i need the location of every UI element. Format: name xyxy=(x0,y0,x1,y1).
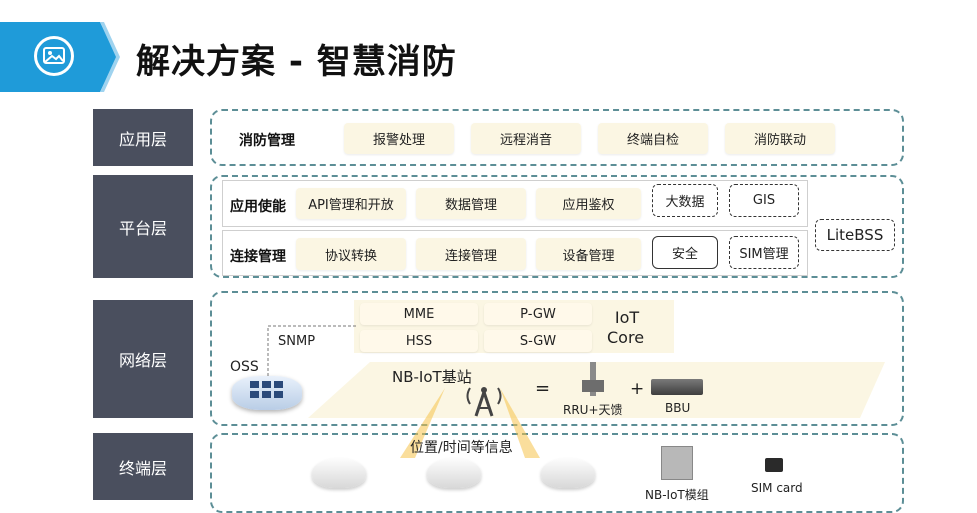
app-item-selfcheck: 终端自检 xyxy=(598,123,708,154)
position-info-label: 位置/时间等信息 xyxy=(410,440,513,456)
enable-row xyxy=(222,180,808,227)
iot-core-label-line2: Core xyxy=(607,328,645,347)
core-item-pgw: P-GW xyxy=(484,303,592,325)
app-item-linkage: 消防联动 xyxy=(725,123,835,154)
bbu-label: BBU xyxy=(665,401,691,415)
enable-label: 应用使能 xyxy=(230,199,286,215)
enable-extra-gis: GIS xyxy=(729,184,799,217)
nb-module-chip-icon xyxy=(661,446,693,480)
rru-label: RRU+天馈 xyxy=(563,403,623,417)
enable-item-api: API管理和开放 xyxy=(296,188,406,219)
network-layer-container xyxy=(210,291,904,426)
image-icon xyxy=(34,36,74,76)
connect-item-connection: 连接管理 xyxy=(416,238,526,270)
app-item-alarm: 报警处理 xyxy=(344,123,454,154)
rru-antenna-icon xyxy=(582,362,604,396)
app-item-silence: 远程消音 xyxy=(471,123,581,154)
core-item-hss: HSS xyxy=(360,330,478,352)
core-item-mme: MME xyxy=(360,303,478,325)
sim-card-icon xyxy=(765,458,783,472)
connect-label: 连接管理 xyxy=(230,249,286,265)
enable-extra-bigdata: 大数据 xyxy=(652,184,718,217)
smoke-detector-icon xyxy=(312,458,366,488)
antenna-tower-icon xyxy=(466,387,502,417)
layer-platform-label: 平台层 xyxy=(93,175,193,278)
connect-row xyxy=(222,230,808,276)
nb-station-label: NB-IoT基站 xyxy=(392,368,472,386)
layer-terminal-label: 终端层 xyxy=(93,433,193,500)
platform-layer-container xyxy=(210,175,904,278)
layer-network-label: 网络层 xyxy=(93,300,193,418)
iot-core-label-line1: IoT xyxy=(614,308,640,327)
signal-beams xyxy=(400,388,540,458)
bbu-device-icon xyxy=(651,379,703,395)
connect-item-protocol: 协议转换 xyxy=(296,238,406,270)
smoke-detector-icon xyxy=(427,458,481,488)
nb-module-label: NB-IoT模组 xyxy=(645,488,709,502)
equals-sign: = xyxy=(535,378,551,399)
sim-card-label: SIM card xyxy=(751,481,803,495)
plus-sign: + xyxy=(630,379,645,399)
connect-extra-sim: SIM管理 xyxy=(729,236,799,269)
enable-item-data: 数据管理 xyxy=(416,188,526,219)
litebss-box: LiteBSS xyxy=(815,219,895,251)
snmp-label: SNMP xyxy=(278,334,316,349)
oss-label: OSS xyxy=(230,359,259,375)
connect-extra-security: 安全 xyxy=(652,236,718,269)
app-group-label: 消防管理 xyxy=(239,133,295,149)
snmp-connector xyxy=(267,325,356,376)
iot-core-label: IoT xyxy=(612,308,642,328)
smoke-detector-icon xyxy=(541,458,595,488)
oss-server-icon xyxy=(232,376,302,410)
enable-item-auth: 应用鉴权 xyxy=(536,188,641,219)
layer-app-label: 应用层 xyxy=(93,109,193,166)
page-title: 解决方案 - 智慧消防 xyxy=(136,42,457,82)
app-layer-container xyxy=(210,109,904,166)
core-item-sgw: S-GW xyxy=(484,330,592,352)
connect-item-device: 设备管理 xyxy=(536,238,641,270)
